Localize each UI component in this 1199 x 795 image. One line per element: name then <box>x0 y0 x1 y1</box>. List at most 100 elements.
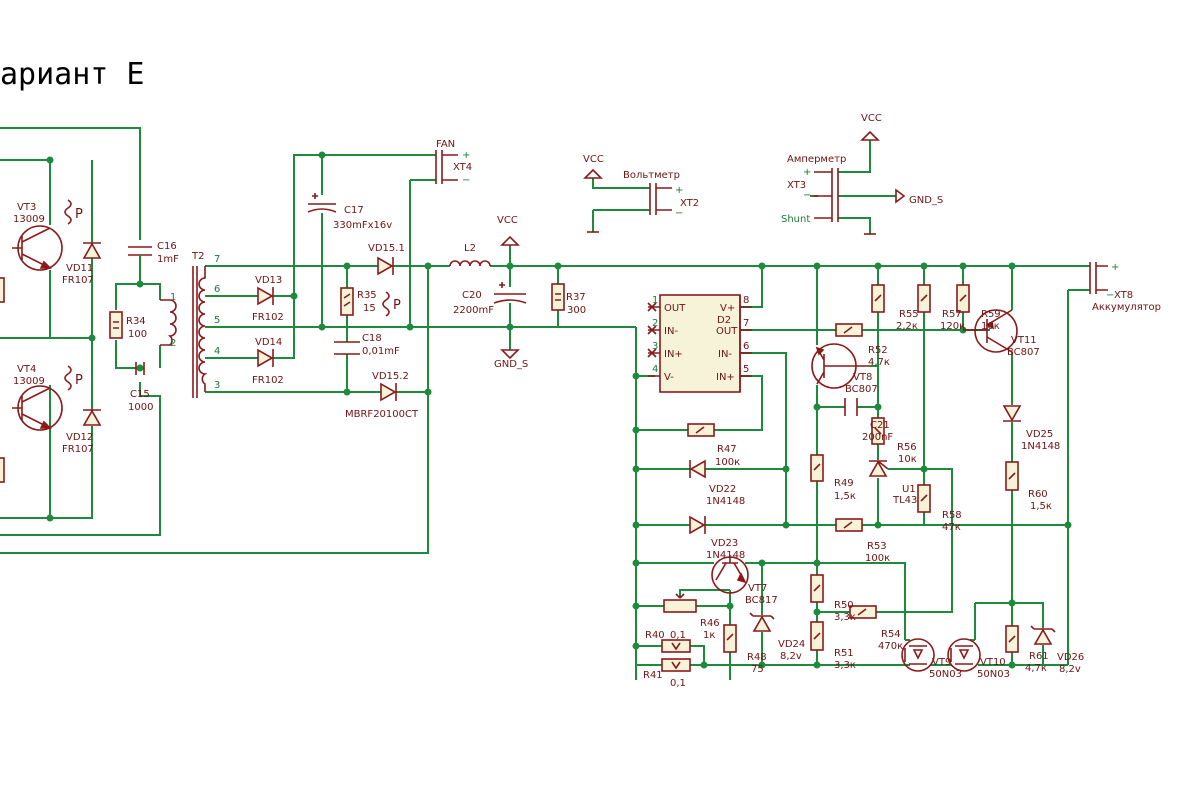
svg-text:100: 100 <box>128 329 147 340</box>
vt3-ref: VT3 <box>17 202 36 213</box>
svg-text:L2: L2 <box>464 243 476 254</box>
svg-text:2,2к: 2,2к <box>896 321 918 332</box>
page-title: ариант Е <box>0 57 145 92</box>
svg-text:0,01mF: 0,01mF <box>362 346 400 357</box>
svg-text:VD23: VD23 <box>711 538 738 549</box>
resistor-r52-column <box>871 284 885 313</box>
transistor-vt7: VT7 BC817 <box>711 555 778 606</box>
svg-text:FAN: FAN <box>436 139 455 150</box>
capacitor-c21: C21 200nF <box>844 398 893 445</box>
svg-text:VD13: VD13 <box>255 275 282 286</box>
svg-text:R48: R48 <box>747 652 767 663</box>
svg-text:100к: 100к <box>865 553 890 564</box>
svg-text:+: + <box>675 185 683 196</box>
resistor-r58: R58 47к <box>942 510 962 533</box>
svg-text:−: − <box>803 190 811 201</box>
ic-d2: D2 OUT IN- IN+ V- V+ OUT IN- IN+ 1 2 3 4… <box>647 294 752 393</box>
svg-text:8: 8 <box>743 295 749 306</box>
svg-text:Аккумулятор: Аккумулятор <box>1092 302 1161 313</box>
connector-fan-xt4: FAN + − XT4 <box>435 139 472 186</box>
resistor-r60: R60 1,5к <box>1005 461 1052 512</box>
svg-text:VD26: VD26 <box>1057 652 1084 663</box>
svg-text:−: − <box>462 175 470 186</box>
svg-text:VT8: VT8 <box>853 372 872 383</box>
svg-text:C20: C20 <box>462 290 482 301</box>
resistor-r51: R51 3,3к <box>810 621 856 671</box>
svg-text:FR102: FR102 <box>252 312 284 323</box>
diode-vd14: VD14 FR102 <box>252 337 284 386</box>
thermal-mark-2: P <box>64 365 83 391</box>
svg-text:IN-: IN- <box>718 349 732 360</box>
resistor-r35: R35 15 <box>340 287 377 316</box>
svg-text:7: 7 <box>743 318 749 329</box>
svg-text:1: 1 <box>652 295 658 306</box>
svg-text:2200mF: 2200mF <box>453 305 494 316</box>
svg-text:15: 15 <box>363 303 376 314</box>
svg-text:Амперметр: Амперметр <box>787 154 846 165</box>
svg-text:R61: R61 <box>1029 651 1049 662</box>
gnd-symbol-1: GND_S <box>494 349 528 370</box>
svg-text:FR107: FR107 <box>62 275 94 286</box>
diode-vd13: VD13 FR102 <box>252 275 284 323</box>
resistor-r48: R48 75 <box>723 624 767 675</box>
svg-text:R35: R35 <box>357 290 377 301</box>
svg-text:470к: 470к <box>878 641 903 652</box>
transistor-vt4: VT4 13009 <box>12 364 63 431</box>
svg-text:R46: R46 <box>700 618 720 629</box>
capacitor-c20: C20 2200mF <box>453 282 527 316</box>
diode-vd11: VD11 FR107 <box>62 242 102 286</box>
svg-text:1,5к: 1,5к <box>1030 501 1052 512</box>
svg-text:1N4148: 1N4148 <box>1021 441 1060 452</box>
svg-text:Shunt: Shunt <box>781 214 810 225</box>
svg-text:TL431: TL431 <box>892 495 924 506</box>
svg-text:VT7: VT7 <box>748 583 767 594</box>
vt4-ref: VT4 <box>17 364 36 375</box>
resistor-partial-1 <box>0 277 5 303</box>
svg-text:VT9: VT9 <box>932 657 951 668</box>
resistor-r52: R52 4,7к <box>835 323 890 368</box>
svg-text:10к: 10к <box>898 454 917 465</box>
capacitor-c18: C18 0,01mF <box>334 333 400 357</box>
svg-text:C15: C15 <box>130 389 150 400</box>
svg-text:5: 5 <box>214 315 220 326</box>
transformer-primary: 1 2 <box>160 292 177 349</box>
resistor-r54: R54 470к <box>878 629 903 652</box>
svg-text:1000: 1000 <box>128 402 153 413</box>
resistor-r57: R57 120к <box>940 284 970 332</box>
resistor-r49: R49 1,5к <box>810 454 856 502</box>
svg-text:XT3: XT3 <box>787 180 806 191</box>
svg-text:4,7к: 4,7к <box>1025 663 1047 674</box>
svg-text:−: − <box>1106 290 1114 301</box>
svg-text:R34: R34 <box>126 316 146 327</box>
svg-text:4,7к: 4,7к <box>868 357 890 368</box>
svg-text:R50: R50 <box>834 600 854 611</box>
svg-text:BC807: BC807 <box>845 384 878 395</box>
svg-text:VD22: VD22 <box>709 484 736 495</box>
capacitor-c17: C17 330mFx16v <box>307 193 392 231</box>
resistor-r47: R47 100к <box>687 423 740 468</box>
resistor-r37: R37 300 <box>551 283 586 316</box>
vcc-symbol-1: VCC <box>497 215 520 246</box>
vt3-value: 13009 <box>13 214 45 225</box>
svg-text:OUT: OUT <box>664 303 686 314</box>
diode-vd26: VD26 8,2v <box>1030 625 1084 675</box>
svg-text:Вольтметр: Вольтметр <box>623 170 680 181</box>
resistor-r40: R40 0,1 <box>645 630 691 653</box>
svg-text:V+: V+ <box>720 303 735 314</box>
svg-text:0,1: 0,1 <box>670 630 686 641</box>
svg-text:VCC: VCC <box>583 154 604 165</box>
diode-vd15-1: VD15.1 <box>368 243 405 276</box>
svg-text:3: 3 <box>214 380 220 391</box>
svg-text:2: 2 <box>652 318 658 329</box>
svg-text:7: 7 <box>214 254 220 265</box>
thermal-mark-1: P <box>64 199 83 225</box>
svg-text:1N4148: 1N4148 <box>706 496 745 507</box>
diode-vd12: VD12 FR107 <box>62 409 102 455</box>
svg-text:GND_S: GND_S <box>909 195 943 206</box>
resistor-r56: R56 10к <box>897 442 931 513</box>
svg-text:BC817: BC817 <box>745 595 778 606</box>
resistor-r50: R50 3,3к <box>834 600 877 623</box>
diode-vd23: VD23 1N4148 <box>689 515 745 561</box>
svg-text:IN+: IN+ <box>664 349 683 360</box>
resistor-r46: R46 1к <box>663 593 720 641</box>
